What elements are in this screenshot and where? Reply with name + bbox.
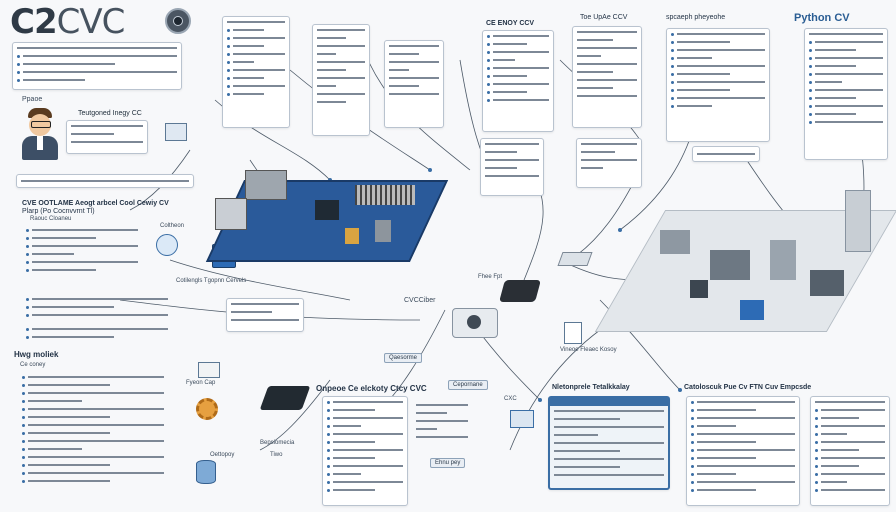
tiwo-label: Tiwo (270, 452, 283, 458)
side-label: Fyeon Cap (186, 380, 216, 386)
chip-icon (259, 386, 311, 410)
side-label-2: Oettopoy (210, 452, 235, 458)
monitor-icon (165, 123, 187, 141)
logo-main-text: C2 (10, 2, 58, 42)
bottom-mid-panel (322, 396, 408, 506)
vineoe-label: Vineoe Fleaec Kosoy (560, 347, 617, 353)
left-title: CVE OOTLAME Aeogt arbcel Cool Cewiy CV (22, 200, 169, 207)
left-subtitle-2: Raouc Cloaneu (30, 216, 72, 222)
bottom-right-title-1: Nletonprele Tetalkkalay (552, 384, 630, 391)
cepornane-tag[interactable]: Cepornane (448, 380, 488, 390)
flow-panel-5 (572, 26, 642, 128)
top-panel-2-title: Toe UpAe CCV (580, 14, 628, 21)
flow-panel-2 (312, 24, 370, 136)
cyl-button[interactable]: Qaesorme (384, 353, 423, 363)
left-body-lines (22, 225, 142, 275)
avatar-icon (20, 108, 60, 160)
screen-panel (548, 396, 670, 490)
center-code-panel (226, 298, 304, 332)
bottom-right-panel (686, 396, 800, 506)
avatar-caption: Ppaoe (22, 96, 43, 103)
gear-icon (196, 398, 218, 420)
flow-panel-3 (384, 40, 444, 128)
bottom-left-title: Hwg moliek (14, 350, 59, 359)
logo-sub-text: CVC (56, 2, 126, 42)
database-icon (196, 460, 216, 484)
globe-icon (156, 234, 178, 256)
avatar-note (66, 120, 148, 154)
bottom-mid-title: Onpeoe Ce elckoty Ctcy CVC (316, 384, 427, 393)
flow-panel-10 (692, 146, 760, 162)
ehnu-tag[interactable]: Ehnu pey (430, 458, 466, 468)
coltheon-label: Coltheon (160, 223, 185, 229)
far-right-panel (810, 396, 890, 506)
flow-panel-7 (804, 28, 888, 160)
cycle-label: CXC (504, 396, 517, 402)
board-icon (205, 170, 449, 270)
cpu-icon (499, 280, 541, 302)
printer-icon (198, 362, 220, 378)
app-logo: C2CVC (10, 2, 126, 42)
camera-icon (452, 308, 498, 338)
flow-panel-1 (222, 16, 290, 128)
top-panel-3-title: spcaeph pheyeohe (666, 14, 726, 21)
flow-panel-6 (666, 28, 770, 142)
top-panel-1-title: CE ENOY CCV (486, 20, 535, 27)
avatar-tag: Teutgoned Inegy CC (78, 110, 142, 117)
flow-panel-9 (576, 138, 642, 188)
factory-scene (594, 170, 896, 350)
left-subtitle: Plarp (Po Cocnvvrnt Tl) (22, 208, 95, 215)
laptop-icon (510, 410, 534, 428)
bottom-left-lines (18, 372, 168, 486)
flow-panel-8 (480, 138, 544, 196)
left-body-lines-2 (22, 294, 172, 342)
cotilengls-label: Cotilengls Tgopnn Cervels (176, 278, 247, 284)
toolbar-strip (16, 174, 194, 188)
webcam-icon (165, 8, 191, 34)
bottom-left-subtitle: Ce coney (20, 362, 46, 368)
router-icon (557, 252, 593, 266)
bepsiomecia-label: Bepsiomecia (260, 440, 295, 446)
flow-panel-4 (482, 30, 554, 132)
fhee-label: Fhee Fpt (478, 274, 503, 280)
python-cv-logo: Python CV (794, 12, 850, 24)
document-icon (564, 322, 582, 344)
bottom-right-title-2: Catoloscuk Pue Cv FTN Cuv Empcsde (684, 384, 812, 391)
bottom-mid-lines (412, 400, 472, 442)
intro-panel (12, 42, 182, 90)
cvcciber-label: CVCCiber (404, 297, 436, 304)
